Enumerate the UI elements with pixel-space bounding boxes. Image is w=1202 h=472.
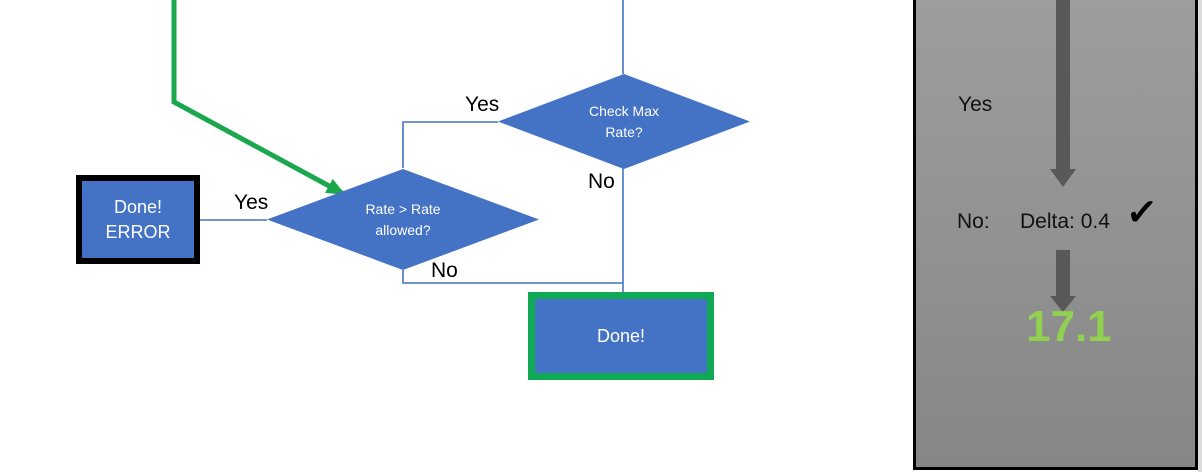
branch-label-yes-rate: Yes bbox=[234, 191, 269, 214]
decision-label-line: Rate > Rate bbox=[365, 201, 441, 218]
done-box-label: Done! bbox=[596, 325, 646, 346]
branch-label-yes-checkmax: Yes bbox=[465, 93, 500, 116]
connector-rate-no bbox=[402, 270, 623, 284]
decision-label-line: Rate? bbox=[605, 123, 643, 140]
branch-label-no-checkmax: No bbox=[588, 170, 615, 193]
decision-label-line: allowed? bbox=[375, 221, 431, 238]
done-error-label-line: Done! bbox=[113, 197, 163, 218]
green-arrow-line bbox=[171, 0, 346, 196]
arrow-down-icon bbox=[1056, 0, 1070, 169]
connector-checkmax-yes bbox=[402, 121, 498, 168]
arrow-down-icon bbox=[1056, 250, 1070, 296]
panel-yes-label: Yes bbox=[958, 93, 993, 116]
panel-result-value: 17.1 bbox=[1026, 302, 1112, 351]
arrow-down-icon bbox=[1050, 296, 1076, 312]
branch-label-no-rate: No bbox=[431, 259, 458, 282]
side-panel: Yes No: Delta: 0.4 ✓ 17.1 bbox=[913, 0, 1198, 470]
panel-delta-value: Delta: 0.4 bbox=[1020, 210, 1110, 233]
panel-edge-sliver bbox=[1198, 0, 1202, 472]
done-error-box[interactable]: Done! ERROR bbox=[76, 175, 200, 264]
arrow-down-icon bbox=[1050, 169, 1076, 187]
done-box[interactable]: Done! bbox=[528, 292, 714, 380]
done-error-label-line: ERROR bbox=[105, 221, 171, 242]
panel-no-label: No: bbox=[957, 210, 990, 233]
decision-label-line: Check Max bbox=[588, 103, 660, 120]
checkmark-icon: ✓ bbox=[1124, 190, 1160, 236]
